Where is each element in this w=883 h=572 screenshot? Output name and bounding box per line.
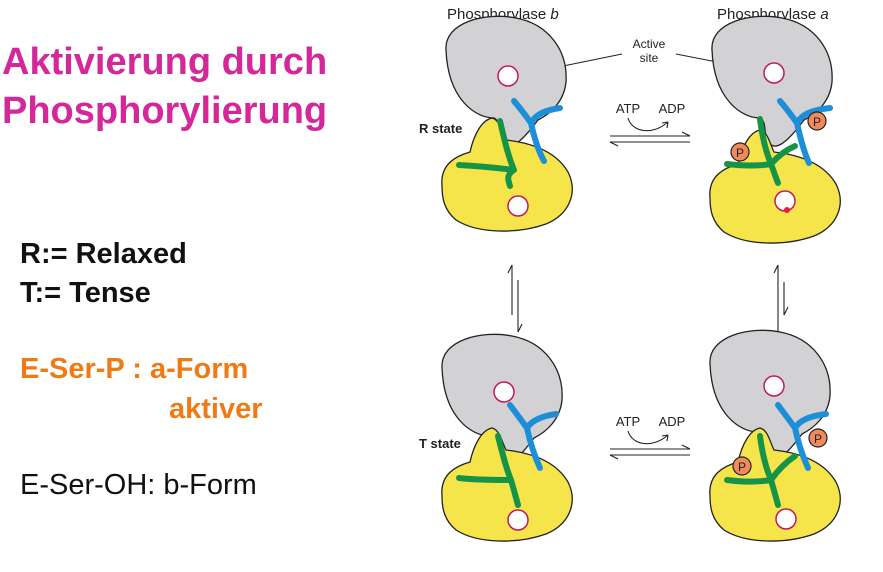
site-ring [507, 195, 529, 217]
phosphate-badge [808, 428, 828, 448]
green-helix [456, 118, 517, 189]
blue-helix [511, 98, 563, 164]
blue-helix [777, 98, 833, 166]
active-site-label: Active [633, 37, 666, 51]
b-form-definition: E-Ser-OH: b-Form [20, 469, 257, 501]
t-state-label: T state [419, 436, 461, 451]
title-line-2: Phosphorylierung [2, 90, 328, 132]
enzyme-a-r-state: P P [709, 15, 841, 244]
atp-label-top: ATP [616, 101, 640, 116]
adp-label-top: ADP [659, 101, 686, 116]
blue-helix [775, 402, 829, 471]
phosphate-badge [730, 142, 750, 162]
slide-title: Aktivierung durch Phosphorylierung [2, 38, 327, 136]
atp-label-bottom: ATP [616, 414, 640, 429]
bound-ligand [784, 207, 790, 213]
enzyme-b-r-state [441, 15, 573, 232]
t-definition: T:= Tense [20, 277, 151, 309]
active-site-ring [763, 375, 785, 397]
phosphate-badge [807, 111, 827, 131]
phosphate-badge [732, 456, 752, 476]
a-form-definition: E-Ser-P : a-Form [20, 353, 249, 385]
blue-helix [507, 402, 559, 471]
phosphate-label: P [814, 432, 822, 446]
title-line-1: Aktivierung durch [2, 41, 328, 83]
enzyme-a-t-state: P P [709, 329, 841, 542]
adp-label-bottom: ADP [659, 414, 686, 429]
green-helix [456, 433, 521, 508]
equilibrium-arrow-top: ATP ADP [609, 101, 691, 147]
active-site-ring [497, 65, 519, 87]
site-ring [507, 509, 529, 531]
r-state-label: R state [419, 121, 462, 136]
phosphorylase-b-title: Phosphorylase b [447, 6, 559, 23]
r-definition: R:= Relaxed [20, 238, 187, 270]
phosphate-label: P [738, 460, 746, 474]
enzyme-b-t-state [441, 333, 573, 542]
phosphate-label: P [736, 146, 744, 160]
active-site-ring [763, 62, 785, 84]
a-form-aktiver: aktiver [169, 393, 263, 425]
equilibrium-arrow-right [773, 264, 789, 332]
green-helix [724, 433, 798, 508]
phosphate-label: P [813, 115, 821, 129]
equilibrium-arrow-left [507, 264, 523, 333]
active-site-ring [493, 381, 515, 403]
active-site-label-2: site [640, 51, 659, 65]
equilibrium-arrow-bottom: ATP ADP [609, 414, 691, 460]
site-ring [775, 508, 797, 530]
green-helix [724, 116, 798, 186]
